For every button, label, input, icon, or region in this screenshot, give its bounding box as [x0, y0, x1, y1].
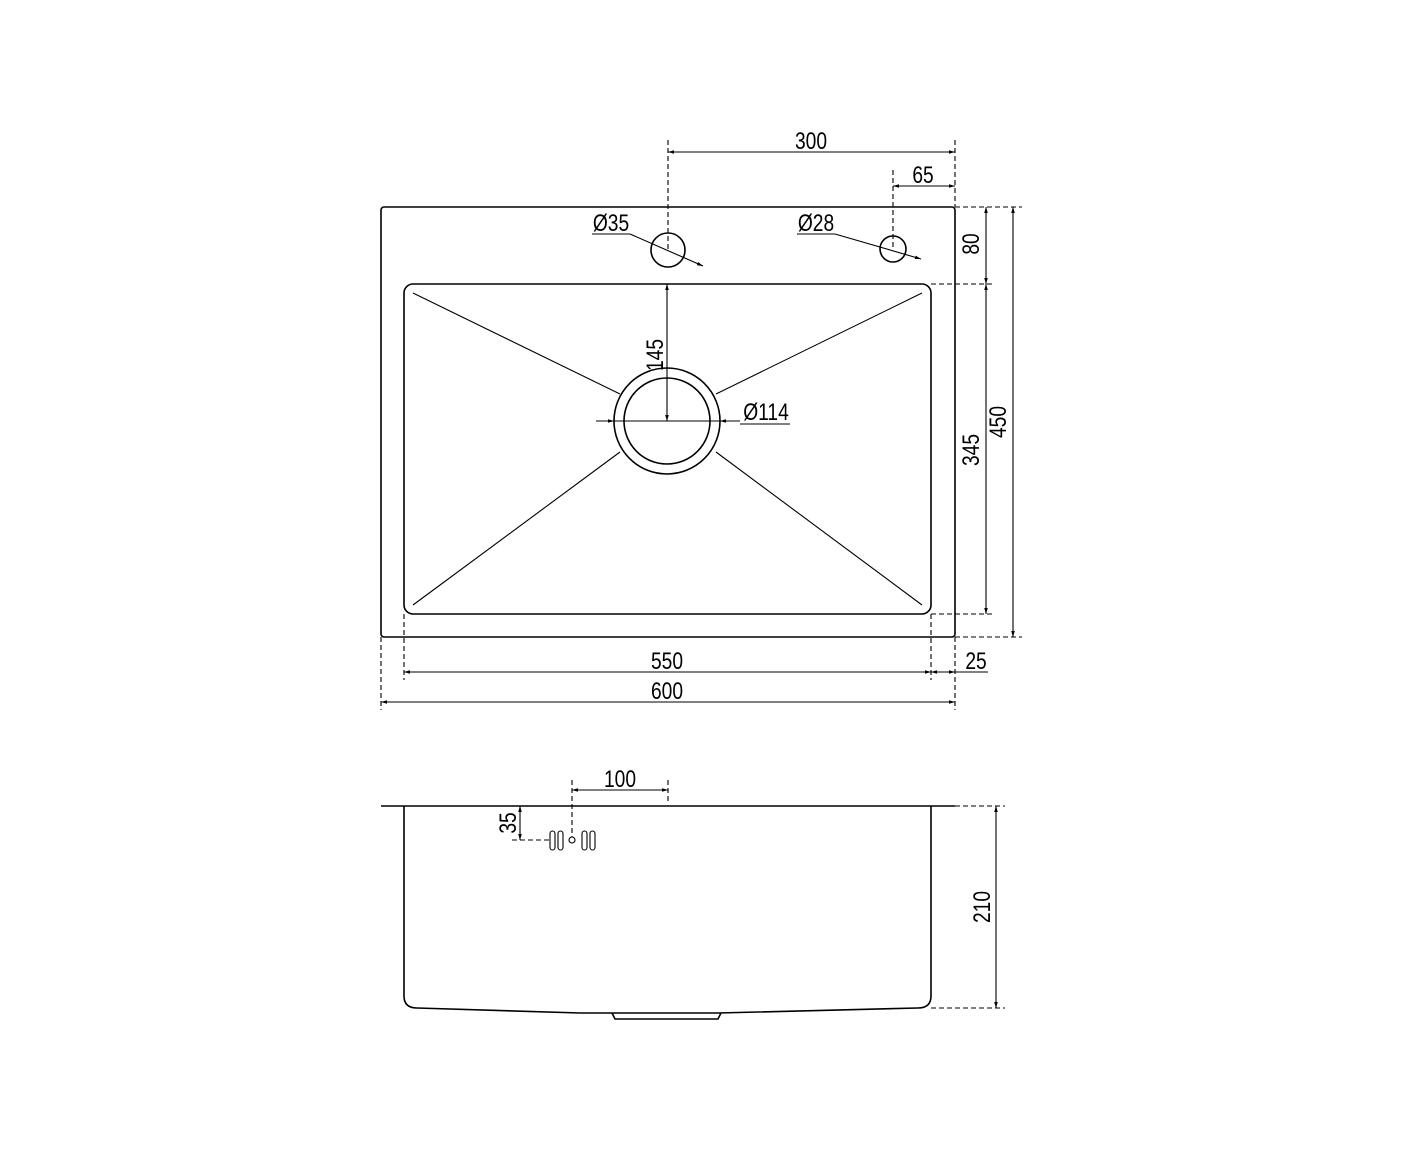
- dim-drain-diameter: Ø114: [743, 398, 789, 426]
- dim-deck-depth: 80: [957, 233, 985, 254]
- dim-rim-width: 25: [965, 647, 986, 675]
- dim-bowl-height: 210: [968, 891, 996, 923]
- dim-overall-width: 600: [651, 677, 683, 705]
- dim-overflow-height: 35: [494, 812, 522, 833]
- bowl-profile: [403, 806, 932, 1014]
- dim-drain-offset: 145: [641, 339, 669, 371]
- dim-overflow-offset: 100: [604, 765, 636, 793]
- top-view: 300 65 Ø35 Ø28 80 345 450 145 Ø114: [380, 127, 1022, 710]
- dim-tap-hole-main: Ø35: [593, 209, 629, 237]
- sink-outline: [380, 206, 956, 638]
- dim-tap-offset: 65: [912, 161, 933, 189]
- dim-bowl-depth: 345: [957, 434, 985, 466]
- side-view: 100 35 210: [381, 765, 1005, 1020]
- bowl-slope-lines: [412, 292, 923, 606]
- dim-tap-hole-secondary: Ø28: [798, 209, 834, 237]
- dim-bowl-width: 550: [651, 647, 683, 675]
- drain-outlet: [611, 1012, 722, 1020]
- dim-overall-depth: 450: [984, 406, 1012, 438]
- dim-tap-spacing: 300: [795, 127, 827, 155]
- tap-hole-secondary: [879, 235, 907, 263]
- overflow-slots: [549, 830, 596, 851]
